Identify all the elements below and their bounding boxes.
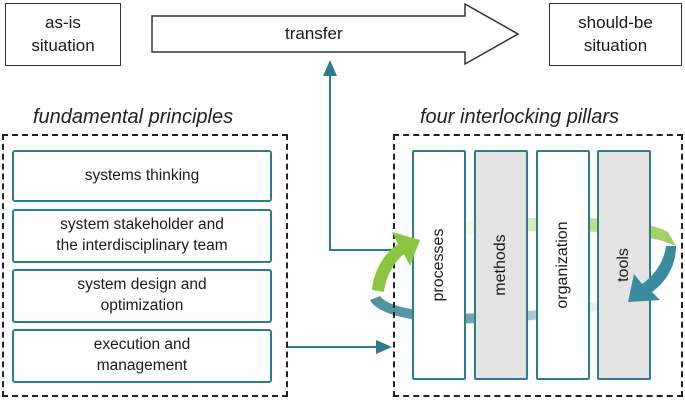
pillar-organization-label: organization	[554, 221, 571, 309]
pillar-organization: organization	[536, 150, 590, 380]
principle-3-line1: system design and	[77, 276, 207, 294]
principle-stakeholders-team: system stakeholder and the interdiscipli…	[12, 209, 272, 263]
pillar-processes: processes	[412, 150, 466, 380]
connector-arrowhead-up	[323, 60, 337, 76]
transfer-arrow	[151, 2, 520, 66]
principle-2-line1: system stakeholder and	[60, 216, 224, 234]
principle-1-text: systems thinking	[84, 166, 200, 184]
principle-design-optimization: system design and optimization	[12, 269, 272, 323]
principle-2-line2: the interdisciplinary team	[56, 237, 228, 254]
pillar-tools-label: tools	[615, 248, 632, 282]
principle-4-line2: management	[96, 357, 188, 374]
as-is-line1: as-is	[45, 13, 81, 33]
should-be-line2: situation	[583, 35, 648, 55]
principles-title: fundamental principles	[33, 106, 234, 128]
transfer-label: transfer	[285, 24, 343, 43]
should-be-line1: should-be	[578, 13, 653, 33]
principles-dashed-frame	[2, 134, 288, 397]
pillar-processes-label: processes	[430, 228, 447, 302]
principle-3-line2: optimization	[100, 297, 184, 314]
principle-4-line1: execution and	[93, 336, 191, 354]
pillars-to-transfer-connector	[329, 72, 392, 251]
pillars-title: four interlocking pillars	[420, 106, 619, 128]
principle-systems-thinking: systems thinking	[12, 150, 272, 202]
pillar-methods: methods	[474, 150, 528, 380]
pillar-tools: tools	[597, 150, 651, 380]
connector-arrowhead-right	[376, 340, 392, 354]
as-is-line2: situation	[31, 35, 95, 55]
principle-execution-management: execution and management	[12, 329, 272, 383]
should-be-situation-box: should-be situation	[549, 3, 682, 66]
as-is-situation-box: as-is situation	[5, 3, 121, 66]
pillar-methods-label: methods	[492, 234, 509, 296]
